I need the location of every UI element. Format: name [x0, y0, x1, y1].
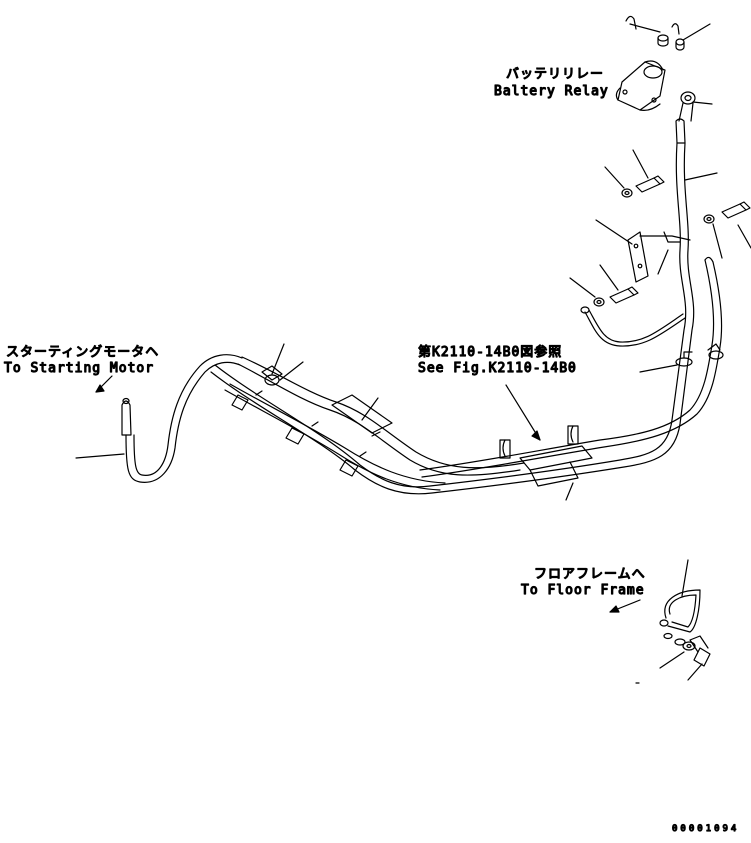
bolt-3	[569, 264, 639, 307]
clamp-right	[639, 343, 724, 373]
starter-cable	[75, 354, 243, 483]
floor-ground-strap	[609, 559, 711, 681]
lower-sleeves	[499, 425, 593, 501]
cable-bracket	[595, 219, 691, 283]
bolt-2	[703, 201, 751, 259]
thin-wire	[580, 306, 686, 347]
figure-ref-en-label: See Fig.K2110-14B0	[418, 361, 577, 376]
figure-ref-arrow	[505, 384, 541, 441]
ground-cable	[419, 256, 723, 478]
main-harness	[224, 343, 525, 491]
battery-relay-jp-label: バッテリリレー	[506, 67, 604, 82]
battery-relay-en-label: Baltery Relay	[494, 84, 609, 99]
starting-motor-en-label: To Starting Motor	[4, 361, 154, 376]
figure-ref-jp-label: 第K2110-14B0図参照	[418, 344, 562, 360]
floor-frame-en-label: To Floor Frame	[521, 583, 645, 598]
starting-motor-arrow	[95, 375, 113, 393]
bolt-1	[604, 149, 665, 198]
battery-cable	[210, 142, 718, 495]
floor-frame-jp-label: フロアフレームへ	[534, 567, 646, 582]
starting-motor-jp-label: スターティングモータヘ	[6, 345, 159, 360]
drawing-code: 00001094	[672, 824, 739, 834]
battery-relay	[615, 15, 713, 144]
